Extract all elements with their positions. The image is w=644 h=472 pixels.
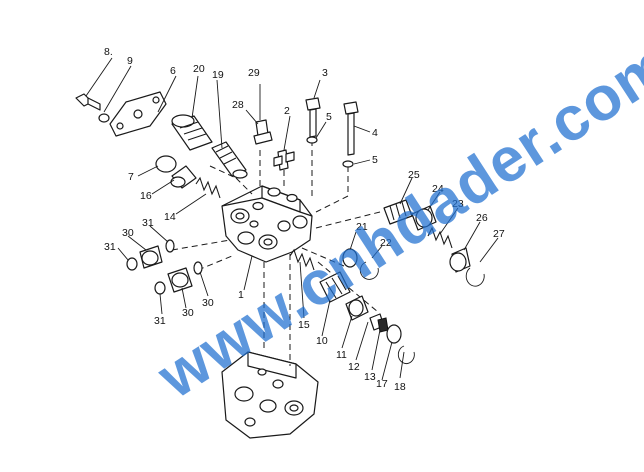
callout-8: 8. — [104, 46, 113, 58]
callout-labels: 8. 9 6 20 19 29 28 2 3 5 4 5 7 16 14 30 … — [104, 46, 505, 393]
callout-11: 11 — [336, 349, 347, 361]
callout-7: 7 — [128, 171, 134, 183]
fitting-part-2 — [273, 149, 295, 171]
o-ring-part-31-left — [126, 257, 138, 271]
callout-1: 1 — [238, 289, 244, 301]
callout-4: 4 — [372, 127, 378, 139]
callout-22: 22 — [380, 237, 392, 249]
o-ring-part-31-upper — [165, 239, 175, 253]
plug-part-26 — [449, 247, 471, 273]
fitting-part-28 — [253, 119, 273, 145]
callout-31-left: 31 — [104, 241, 116, 253]
callout-27: 27 — [493, 228, 505, 240]
callout-30-lower: 30 — [182, 307, 194, 319]
part-13 — [377, 317, 389, 333]
callout-30-upper: 30 — [122, 227, 134, 239]
callout-17: 17 — [376, 378, 388, 390]
leader-lines — [85, 57, 499, 381]
plug-part-16 — [170, 165, 197, 189]
o-ring-part-30-ring — [193, 261, 203, 275]
callout-19: 19 — [212, 69, 224, 81]
assembly-lines — [171, 140, 381, 366]
plug-part-17 — [386, 324, 402, 344]
callout-3: 3 — [322, 67, 328, 79]
callout-14: 14 — [164, 211, 176, 223]
washer-part-5-upper — [306, 136, 318, 144]
callout-31-lower: 31 — [154, 315, 166, 327]
spring-part-14 — [195, 176, 221, 199]
sleeve-part-11 — [345, 295, 369, 321]
valve-spool-part-20 — [171, 114, 213, 151]
callout-20: 20 — [193, 63, 205, 75]
callout-21: 21 — [356, 221, 368, 233]
spool-part-19 — [211, 141, 248, 179]
plug-part-30-upper — [139, 245, 163, 269]
callout-30-right: 30 — [202, 297, 214, 309]
snap-ring-part-18 — [397, 345, 415, 365]
spring-part-15 — [289, 248, 315, 271]
callout-10: 10 — [316, 335, 328, 347]
cover-plate-part-6 — [109, 91, 167, 137]
callout-25: 25 — [408, 169, 420, 181]
callout-24: 24 — [432, 183, 444, 195]
callout-18: 18 — [394, 381, 406, 393]
o-ring-part-7 — [155, 155, 177, 173]
callout-31-upper: 31 — [142, 217, 154, 229]
spool-part-10 — [319, 271, 351, 303]
callout-5-upper: 5 — [326, 111, 332, 123]
bolt-part-4 — [343, 101, 359, 156]
callout-13: 13 — [364, 371, 376, 383]
bolt-part-8 — [75, 93, 101, 111]
valve-body-part-1 — [221, 185, 313, 263]
snap-ring-part-27 — [465, 267, 485, 287]
callout-28: 28 — [232, 99, 244, 111]
spring-part-23 — [427, 226, 453, 249]
spool-part-25 — [383, 199, 413, 225]
lower-housing — [221, 351, 319, 439]
bolt-part-3 — [305, 97, 321, 138]
snap-ring-part-22 — [359, 261, 379, 280]
o-ring-part-31-lower — [154, 281, 166, 295]
washer-part-5-lower — [342, 160, 354, 168]
callout-16: 16 — [140, 190, 152, 202]
callout-12: 12 — [348, 361, 360, 373]
callout-6: 6 — [170, 65, 176, 77]
sleeve-part-24 — [411, 205, 437, 231]
callout-9: 9 — [127, 55, 133, 67]
callout-2: 2 — [284, 105, 290, 117]
callout-29: 29 — [248, 67, 260, 79]
callout-15: 15 — [298, 319, 310, 331]
callout-23: 23 — [452, 198, 464, 210]
watermark-text: www.cnhdader.com — [145, 29, 644, 412]
callout-26: 26 — [476, 212, 488, 224]
washer-part-9 — [98, 113, 110, 123]
callout-5-lower: 5 — [372, 154, 378, 166]
plug-part-30-lower — [167, 267, 193, 293]
